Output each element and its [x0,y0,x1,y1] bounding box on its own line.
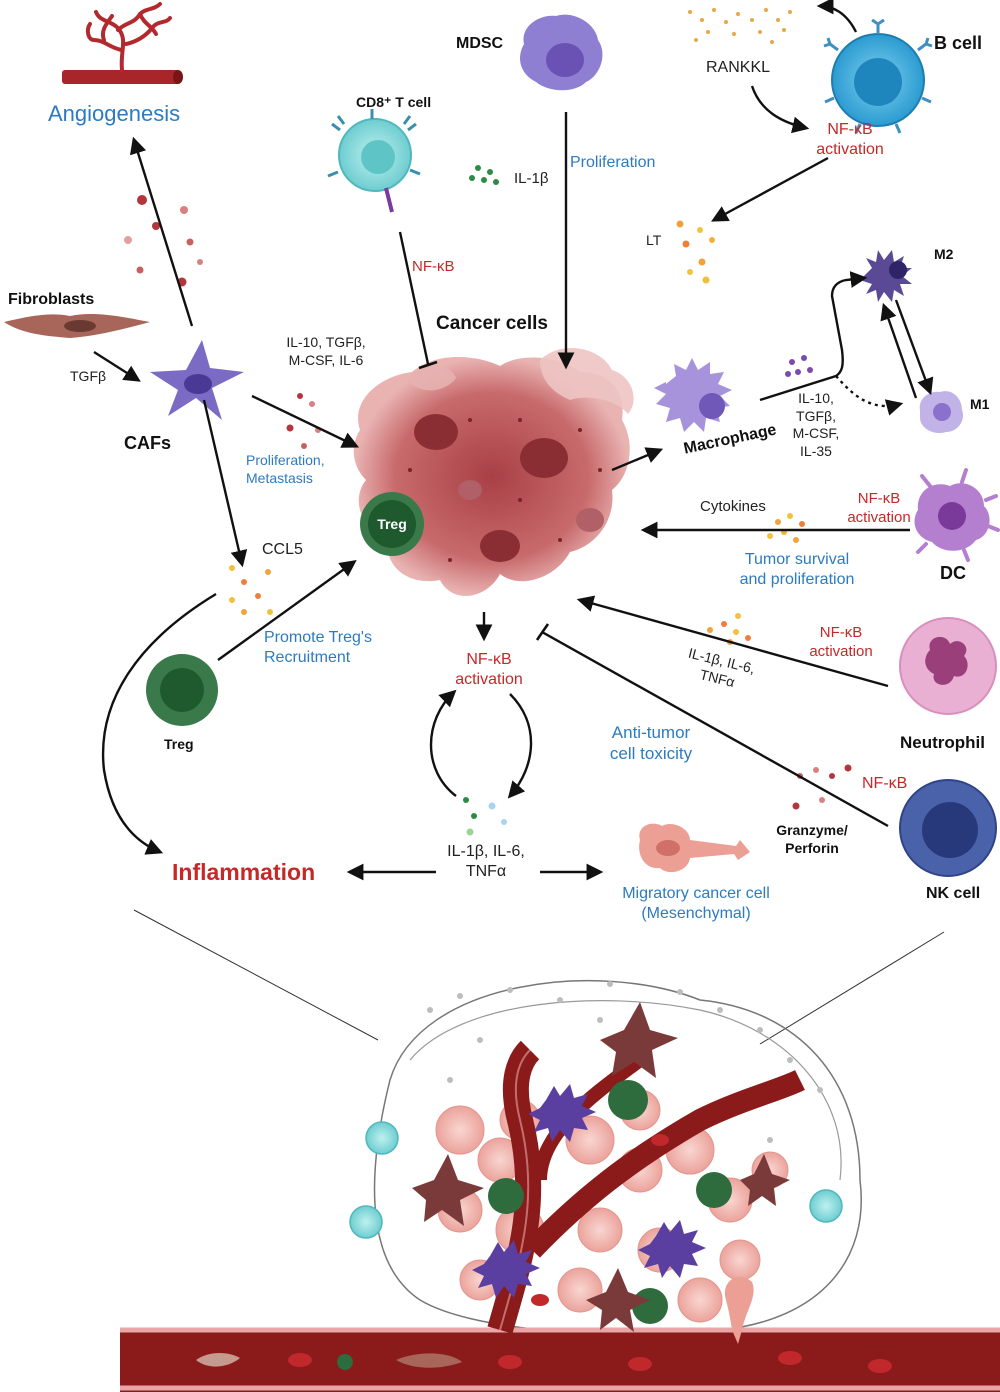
migratory-cancer-cell-icon [639,823,750,873]
label-nk-cell: NK cell [926,885,981,902]
arrow-nfkb-cytokines [507,693,533,799]
angiogenesis-vessel-icon [62,2,183,84]
label-neutrophil: Neutrophil [900,733,985,752]
arrow-macrophage-m1 [835,375,904,416]
arrow-caf-ccl5 [202,399,248,568]
label-nfkb-activation-bcell: NF-κB activation [816,121,884,158]
label-cancer-cells: Cancer cells [436,313,548,334]
rankkl-dots-icon [688,8,792,44]
label-nfkb-cd8: NF-κB [412,258,455,275]
angio-dots-icon [124,195,203,287]
label-m1: M1 [970,396,990,412]
macrophage-icon [654,358,732,432]
neutrophil-cytokine-dots-icon [707,613,751,645]
tme-scene-icon [120,979,1000,1392]
zoom-lines [133,909,945,1045]
label-proliferation-mdsc: Proliferation [570,154,656,171]
lt-dots-icon [676,220,715,284]
nk-cell-icon [899,779,997,877]
label-nfkb-nk: NF-κB [862,775,908,792]
tumor-mass-icon [353,347,634,596]
ccl5-dots-icon [229,565,273,615]
fibroblast-icon [4,314,150,338]
label-nfkb-activation-center: NF-κB activation [455,651,523,688]
arrow-nfkb-lt [711,156,829,222]
arrow-macrophage-m2 [759,271,868,402]
label-lt: LT [646,232,662,248]
il1b-dots-icon [469,165,499,185]
arrow-rankkl-nfkb [750,85,810,134]
inhibit-nk-tumor [541,630,889,828]
treg-in-tumor-icon [360,492,424,556]
arrow-m2-m1 [894,299,934,396]
arrow-bcell-rankkl [816,0,858,33]
arrows [93,0,934,881]
dc-icon [914,468,1000,562]
label-ccl5: CCL5 [262,541,303,558]
arrow-caf-tumor [251,394,360,448]
macrophage-cytokine-dots-icon [785,355,813,377]
arrow-fibro-caf [93,350,141,382]
label-inflammation: Inflammation [172,859,316,885]
neutrophil-icon [899,617,997,715]
label-mdsc: MDSC [456,35,504,52]
treg-icon [146,654,218,726]
label-anti-tumor: Anti-tumor cell toxicity [609,723,693,764]
label-migratory: Migratory cancer cell (Mesenchymal) [622,885,770,922]
label-tumor-survival: Tumor survival and proliferation [739,551,855,588]
arrow-ccl5-inflammation [101,592,217,855]
label-granzyme: Granzyme/ Perforin [776,822,848,856]
dc-cytokine-dots-icon [767,513,805,543]
label-dc: DC [940,563,966,583]
arrow-tumor-macrophage [611,447,664,472]
arrow-caf-angiogenesis [129,136,194,327]
label-rankkl: RANKKL [706,59,771,76]
label-fibroblasts: Fibroblasts [8,291,95,308]
label-treg-in-tumor: Treg [377,516,407,532]
arrow-cytokines-nfkb [429,689,457,797]
label-nfkb-activation-dc: NF-κB activation [847,490,911,526]
cd8-t-cell-icon [327,109,421,213]
caf-icon [150,340,244,420]
label-nfkb-activation-neutrophil: NF-κB activation [809,624,873,660]
m2-macrophage-icon [860,250,912,302]
center-cytokine-dots-icon [463,797,507,836]
label-caf-cytokines: IL-10, TGFβ, M-CSF, IL-6 [286,334,366,368]
label-promote-treg: Promote Treg's Recruitment [264,629,372,666]
inhibit-cd8-tumor [398,231,430,365]
arrow-m1-m2 [880,302,918,399]
label-center-cytokines: IL-1β, IL-6, TNFα [447,843,525,880]
label-cd8-t-cell: CD8⁺ T cell [356,94,432,110]
caf-cytokine-dots-icon [286,393,321,449]
label-cytokines-dc: Cytokines [700,498,766,515]
label-m2: M2 [934,246,954,262]
mdsc-icon [520,14,603,91]
label-macrophage-cytokines: IL-10, TGFβ, M-CSF, IL-35 [792,390,840,459]
label-treg: Treg [164,736,194,752]
label-b-cell: B cell [934,33,983,53]
m1-macrophage-icon [919,391,964,434]
granzyme-dots-icon [792,764,852,810]
arrow-neutrophil-tumor [576,595,889,688]
arrow-treg-tumor [217,560,357,661]
label-cafs: CAFs [124,433,172,453]
label-tgfb-fibro: TGFβ [70,368,107,384]
label-proliferation-metastasis: Proliferation, Metastasis [246,452,325,486]
b-cell-icon [823,18,933,134]
label-angiogenesis: Angiogenesis [48,101,181,126]
label-il1b-mdsc: IL-1β [514,170,549,187]
